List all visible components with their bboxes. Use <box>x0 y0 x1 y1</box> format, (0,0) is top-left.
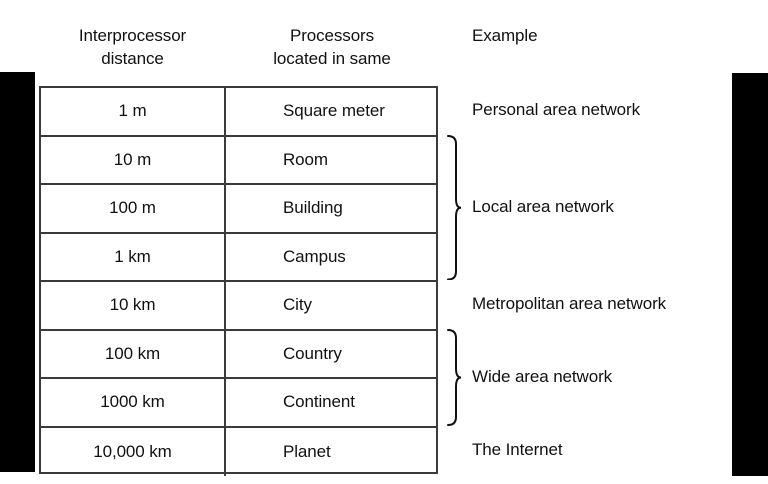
example-label: Metropolitan area network <box>472 294 667 314</box>
table-row: 1 m Square meter <box>41 88 436 137</box>
cell-processors-located-in-same: City <box>283 295 312 315</box>
curly-brace <box>446 134 463 280</box>
table-row: 100 m Building <box>41 185 436 234</box>
letterbox-bar-left <box>0 72 35 472</box>
cell-interprocessor-distance: 100 km <box>41 330 226 377</box>
network-scale-table: 1 m Square meter 10 m Room 100 m Building 1 km… <box>39 86 438 476</box>
table-row: 10 m Room <box>41 136 436 185</box>
cell-processors-located-in-same: Country <box>283 343 342 363</box>
cell-interprocessor-distance: 100 m <box>41 185 226 232</box>
cell-processors-located-in-same: Room <box>283 149 328 169</box>
example-label: Wide area network <box>472 367 613 386</box>
cell-interprocessor-distance: 10 km <box>41 282 226 329</box>
cell-processors-located-in-same: Campus <box>283 246 346 266</box>
cell-processors-located-in-same: Square meter <box>283 101 385 121</box>
example-label: Local area network <box>472 197 614 217</box>
column-header-example: Example <box>472 26 538 45</box>
example-label: Personal area network <box>472 100 640 120</box>
cell-interprocessor-distance: 1000 km <box>41 379 226 426</box>
letterbox-bar-right <box>732 73 768 476</box>
cell-processors-located-in-same: Building <box>283 198 343 218</box>
cell-interprocessor-distance: 10,000 km <box>41 427 226 476</box>
table-row: 10 km City <box>41 282 436 331</box>
cell-interprocessor-distance: 1 km <box>41 233 226 280</box>
cell-processors-located-in-same: Continent <box>283 392 355 412</box>
table-row: 1000 km Continent <box>41 379 436 428</box>
cell-processors-located-in-same: Planet <box>283 441 331 461</box>
column-header-processors-located-in-same: Processors located in same <box>273 26 391 68</box>
cell-interprocessor-distance: 10 m <box>41 136 226 183</box>
table-row: 100 km Country <box>41 330 436 379</box>
column-header-interprocessor-distance: Interprocessor distance <box>78 26 187 68</box>
cell-interprocessor-distance: 1 m <box>41 88 226 135</box>
curly-brace <box>446 328 463 426</box>
example-label: The Internet <box>472 439 563 459</box>
table-row: 10,000 km Planet <box>41 427 436 476</box>
table-row: 1 km Campus <box>41 233 436 282</box>
